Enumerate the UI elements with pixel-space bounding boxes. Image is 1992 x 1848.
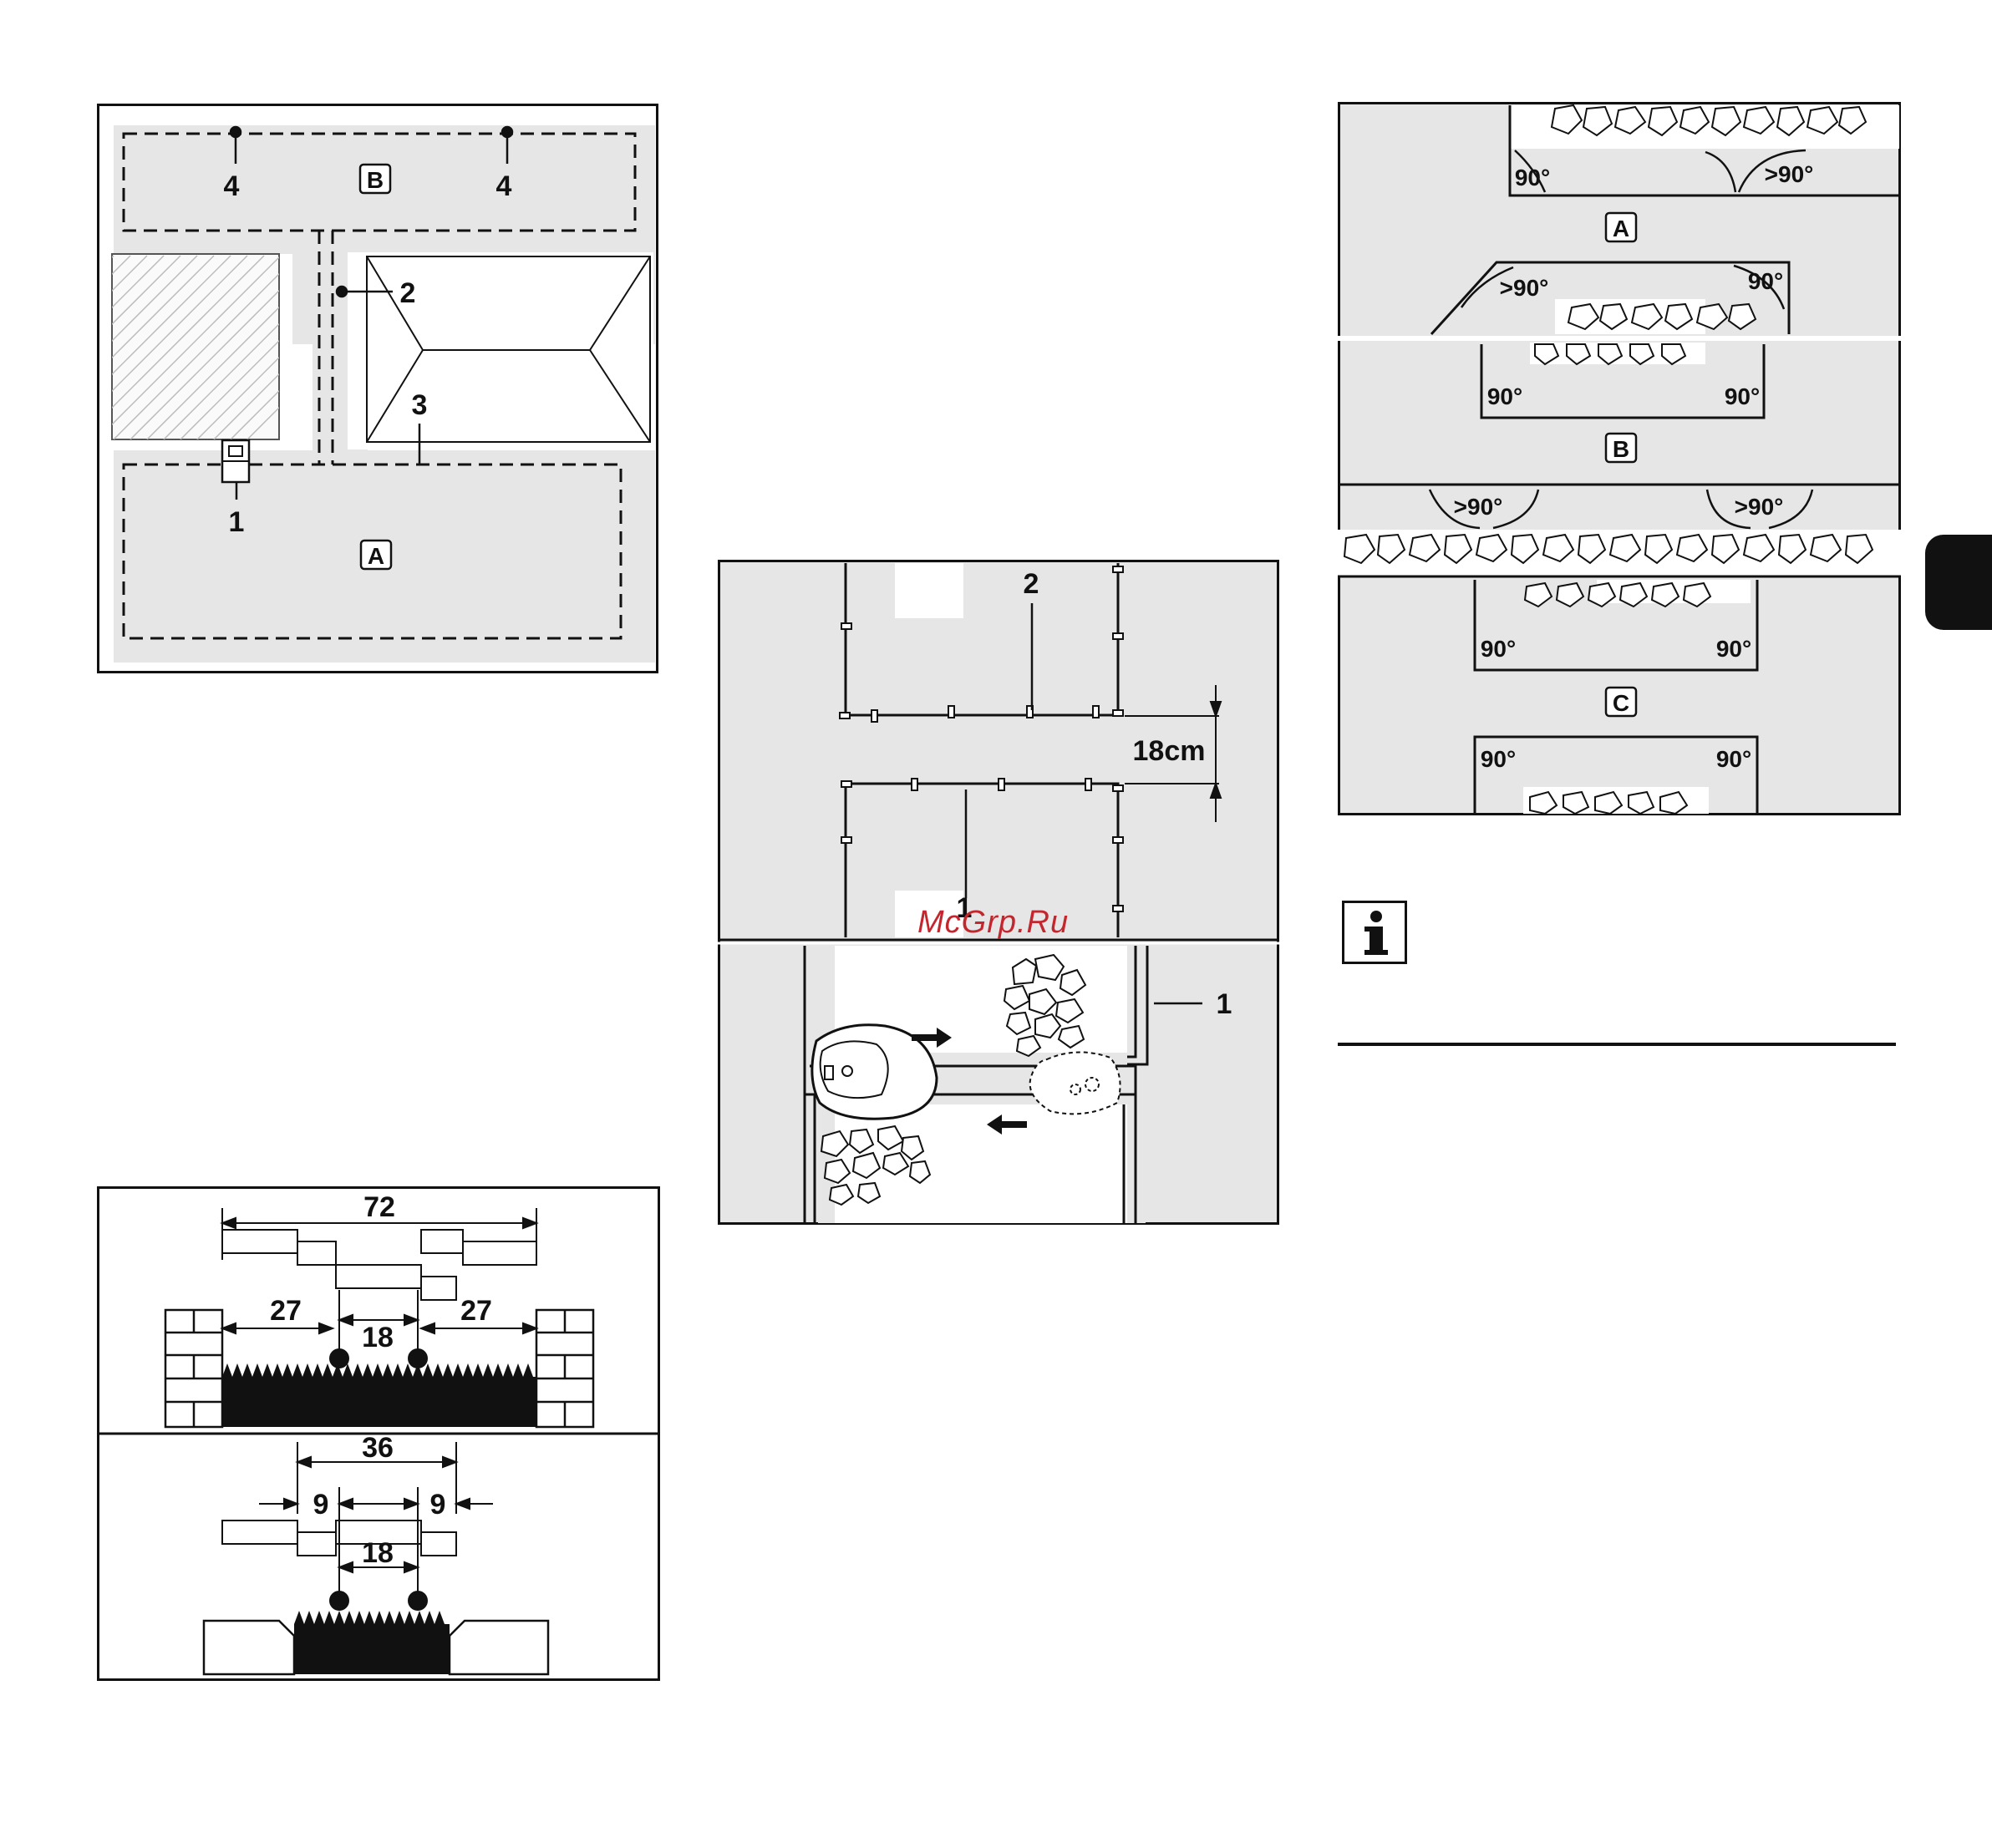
zone-a-label: A	[368, 543, 384, 569]
corner-angles-diagram: 90° >90° >90° 90° A 90° 90° B	[1338, 102, 1901, 815]
callout-4-left: 4	[224, 170, 240, 202]
width-middle-bottom: 18	[362, 1537, 394, 1569]
angle-b-left: 90°	[1487, 383, 1522, 409]
callout-3: 3	[412, 389, 428, 421]
passage-width-diagram: 72 27 18 27	[97, 1186, 660, 1681]
lawn-grass-icon	[222, 1363, 536, 1427]
info-icon	[1342, 901, 1407, 964]
gap-label: 18cm	[1133, 735, 1206, 767]
angle-c-top-left: >90°	[1454, 494, 1503, 520]
watermark: McGrp.Ru	[917, 905, 1085, 947]
docking-station-icon	[222, 440, 249, 482]
site-plan-diagram: 1 2 3 4 4 B A	[97, 104, 658, 673]
width-right-bottom: 9	[430, 1489, 446, 1521]
angle-c-bot-right: 90°	[1716, 746, 1751, 772]
width-left-top: 27	[270, 1295, 302, 1327]
angle-a-top-right: >90°	[1765, 161, 1814, 187]
angle-c-mid-left: 90°	[1481, 636, 1516, 662]
angle-b-right: 90°	[1725, 383, 1760, 409]
angle-c-bot-left: 90°	[1481, 746, 1516, 772]
zone-b-label: B	[1613, 436, 1629, 462]
width-total-top: 72	[363, 1191, 395, 1223]
width-middle-top: 18	[362, 1322, 394, 1353]
width-left-bottom: 9	[313, 1489, 329, 1521]
callout-4-right: 4	[496, 170, 512, 202]
angle-a-bottom-left: >90°	[1500, 275, 1549, 301]
zone-a-label: A	[1613, 216, 1629, 241]
angle-c-top-right: >90°	[1735, 494, 1784, 520]
width-right-top: 27	[460, 1295, 492, 1327]
angle-c-mid-right: 90°	[1716, 636, 1751, 662]
wire-spacing-diagram: 2 1 18cm	[718, 560, 1279, 1225]
lawn-grass-icon	[294, 1611, 450, 1674]
detail-callout-1: 1	[1217, 988, 1232, 1020]
callout-2: 2	[400, 277, 416, 309]
chapter-tab	[1925, 535, 1992, 630]
width-total-bottom: 36	[362, 1432, 394, 1464]
zone-b-label: B	[367, 167, 384, 193]
zone-c-label: C	[1613, 690, 1629, 716]
callout-2: 2	[1024, 568, 1039, 600]
section-divider	[1338, 1043, 1896, 1046]
callout-1: 1	[229, 506, 245, 538]
